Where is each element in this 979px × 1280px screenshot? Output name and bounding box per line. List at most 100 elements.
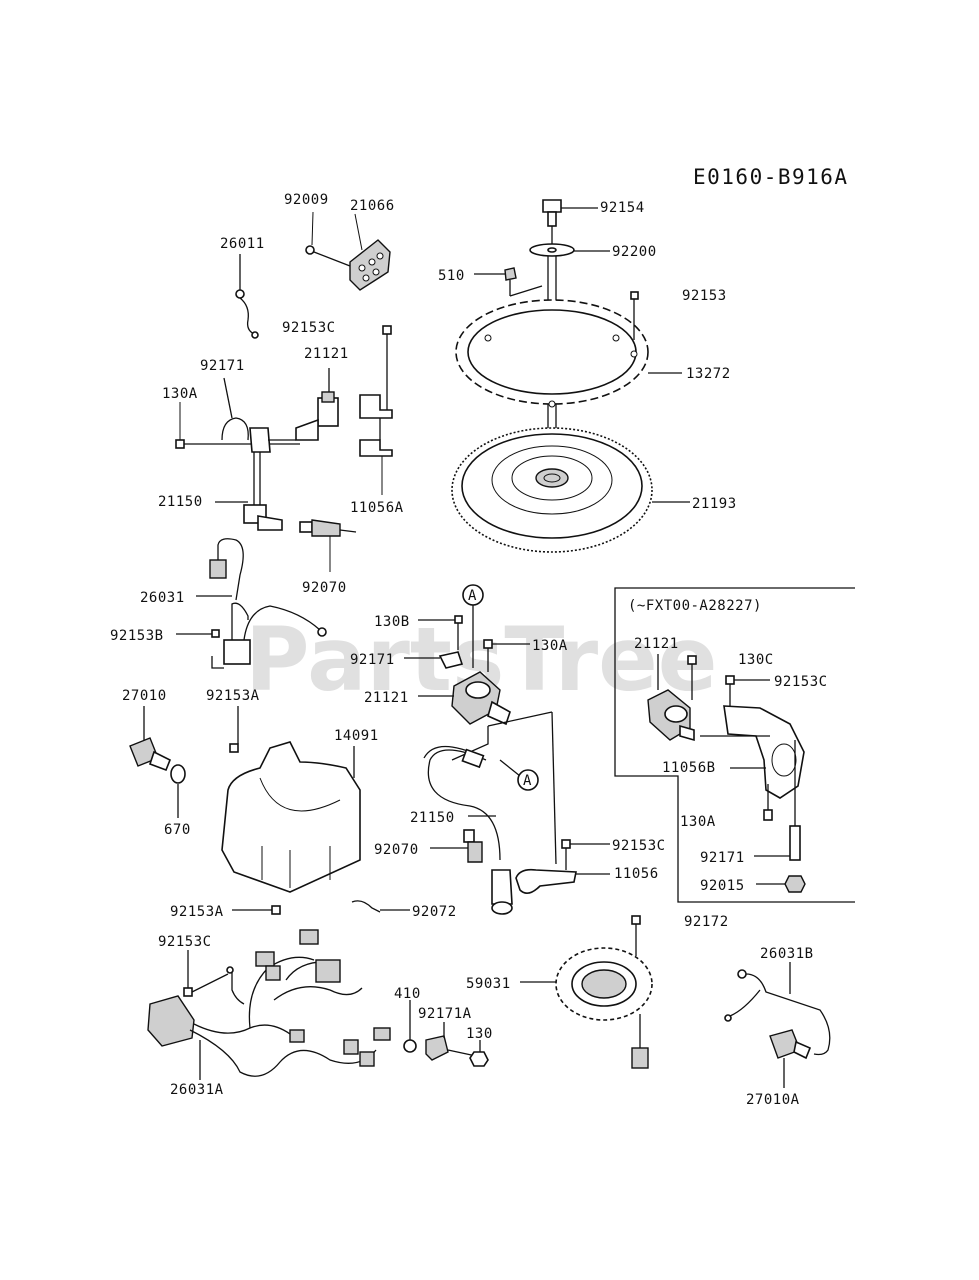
part-510-key[interactable]: [474, 267, 543, 297]
label-130A-top[interactable]: 130A: [162, 386, 198, 402]
part-130-screw[interactable]: [469, 1040, 489, 1067]
part-92072-clamp[interactable]: [351, 900, 410, 913]
part-92015-nut[interactable]: [756, 875, 806, 893]
part-92171-clamp[interactable]: [221, 377, 249, 441]
part-21121-coil-mid[interactable]: [418, 671, 511, 726]
part-26011-wire[interactable]: [235, 254, 259, 339]
part-92153C-screw-mid[interactable]: [561, 839, 610, 870]
label-130C[interactable]: 130C: [738, 652, 774, 668]
part-92171-clamp-mid[interactable]: [404, 651, 464, 669]
part-59031-stator[interactable]: [520, 915, 653, 1069]
part-92153A-screw-top[interactable]: [229, 706, 239, 753]
label-130A-mid[interactable]: 130A: [532, 638, 568, 654]
label-21193[interactable]: 21193: [692, 496, 737, 512]
inset-box: (~FXT00-A28227): [614, 587, 855, 903]
part-92153A-screw-bot[interactable]: [232, 905, 281, 915]
part-92153B-screw[interactable]: [176, 629, 224, 669]
label-59031[interactable]: 59031: [466, 976, 511, 992]
label-11056A[interactable]: 11056A: [350, 500, 404, 516]
label-11056[interactable]: 11056: [614, 866, 659, 882]
label-26031[interactable]: 26031: [140, 590, 185, 606]
label-26011[interactable]: 26011: [220, 236, 265, 252]
label-92171-top[interactable]: 92171: [200, 358, 245, 374]
label-92153C-top[interactable]: 92153C: [282, 320, 336, 336]
label-92153B[interactable]: 92153B: [110, 628, 164, 644]
label-410[interactable]: 410: [394, 986, 421, 1002]
label-13272[interactable]: 13272: [686, 366, 731, 382]
part-130A-screw[interactable]: [175, 402, 300, 449]
label-21150-mid[interactable]: 21150: [410, 810, 455, 826]
label-92153C-bot[interactable]: 92153C: [158, 934, 212, 950]
label-21121-top[interactable]: 21121: [304, 346, 349, 362]
part-14091-cover[interactable]: [221, 741, 361, 893]
part-27010-switch[interactable]: [129, 706, 172, 772]
label-21066[interactable]: 21066: [350, 198, 395, 214]
diagram-code: E0160-B916A: [693, 165, 849, 189]
part-92009-screw[interactable]: [305, 245, 351, 267]
part-410-washer[interactable]: [403, 1000, 417, 1053]
part-bolt-inset-130[interactable]: [687, 655, 697, 700]
label-130[interactable]: 130: [466, 1026, 493, 1042]
part-130B-screw[interactable]: [418, 615, 463, 650]
label-92200[interactable]: 92200: [612, 244, 657, 260]
label-510[interactable]: 510: [438, 268, 465, 284]
label-92070-top[interactable]: 92070: [302, 580, 347, 596]
label-92009[interactable]: 92009: [284, 192, 329, 208]
label-92171-mid[interactable]: 92171: [350, 652, 395, 668]
label-92153A-bot[interactable]: 92153A: [170, 904, 224, 920]
part-92154-bolt[interactable]: [542, 199, 598, 227]
label-14091[interactable]: 14091: [334, 728, 379, 744]
label-130A-inset[interactable]: 130A: [680, 814, 716, 830]
label-92153C-inset[interactable]: 92153C: [774, 674, 828, 690]
callout-a2: A: [487, 711, 557, 865]
label-92153A-top[interactable]: 92153A: [206, 688, 260, 704]
label-21121-mid[interactable]: 21121: [364, 690, 409, 706]
label-26031B[interactable]: 26031B: [760, 946, 814, 962]
part-27010A-switch[interactable]: [769, 1029, 812, 1088]
part-21121-coil[interactable]: [295, 368, 339, 441]
label-92072[interactable]: 92072: [412, 904, 457, 920]
label-92171A[interactable]: 92171A: [418, 1006, 472, 1022]
part-92171-bolt-inset[interactable]: [754, 740, 801, 861]
part-26031B-wire[interactable]: [724, 962, 831, 1056]
label-11056B[interactable]: 11056B: [662, 760, 716, 776]
part-92153C-screw-bot[interactable]: [183, 950, 234, 997]
part-92153-screw[interactable]: [630, 291, 639, 340]
part-21066-regulator[interactable]: [349, 239, 391, 291]
part-11056B-bracket[interactable]: [700, 705, 805, 799]
part-92171A-clamp[interactable]: [425, 1022, 477, 1061]
label-92015[interactable]: 92015: [700, 878, 745, 894]
label-92153C-mid[interactable]: 92153C: [612, 838, 666, 854]
part-21150-lead-mid[interactable]: [423, 726, 513, 915]
part-21121-coil-inset[interactable]: [647, 654, 695, 742]
label-92171-inset[interactable]: 92171: [700, 850, 745, 866]
part-13272-ring-gear-plate[interactable]: [455, 299, 682, 408]
label-21150-top[interactable]: 21150: [158, 494, 203, 510]
label-92154[interactable]: 92154: [600, 200, 645, 216]
label-21121-inset[interactable]: 21121: [634, 636, 679, 652]
part-130A-screw-mid[interactable]: [483, 639, 530, 672]
part-21193-flywheel[interactable]: [451, 427, 690, 553]
label-27010A[interactable]: 27010A: [746, 1092, 800, 1108]
label-26031A[interactable]: 26031A: [170, 1082, 224, 1098]
part-11056A-bracket[interactable]: [359, 394, 393, 495]
harness-26031[interactable]: [196, 538, 327, 665]
part-11056-bracket[interactable]: [515, 868, 610, 894]
label-130B[interactable]: 130B: [374, 614, 410, 630]
part-92153C-screw-inset[interactable]: [725, 675, 770, 706]
part-92070-plug-mid[interactable]: [430, 829, 483, 863]
part-670-o-ring[interactable]: [170, 764, 186, 818]
label-92172[interactable]: 92172: [684, 914, 729, 930]
label-27010[interactable]: 27010: [122, 688, 167, 704]
label-670[interactable]: 670: [164, 822, 191, 838]
part-21150-plug-cap[interactable]: [243, 427, 296, 531]
part-92200-washer[interactable]: [529, 243, 610, 257]
label-92153[interactable]: 92153: [682, 288, 727, 304]
part-92070-spark-plug[interactable]: [299, 519, 357, 572]
part-92153C-bolt[interactable]: [382, 325, 392, 410]
part-26031A-harness[interactable]: [147, 929, 391, 1080]
label-92070-mid[interactable]: 92070: [374, 842, 419, 858]
part-130A-screw-inset[interactable]: [763, 784, 773, 821]
part-labels: 92009 21066 26011 92153C 92171 21121 130…: [110, 192, 828, 1108]
callout-a1: A: [462, 584, 484, 668]
